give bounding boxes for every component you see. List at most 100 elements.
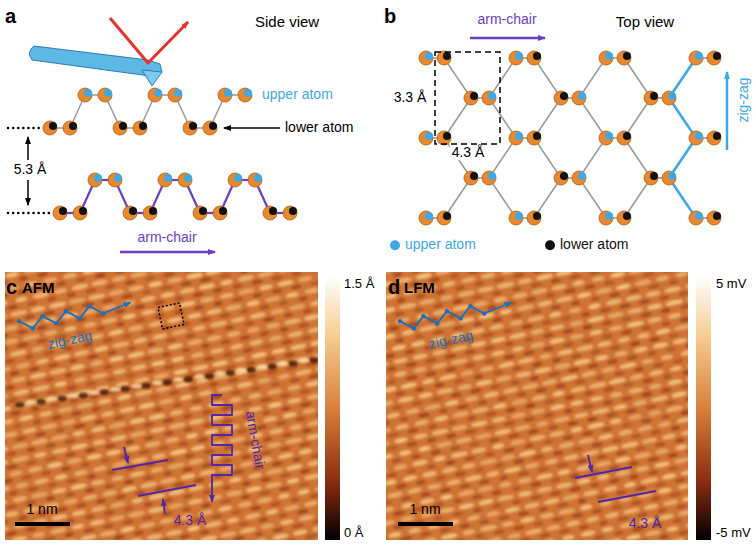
lower-atom-dot xyxy=(119,122,127,130)
stripe-blob xyxy=(386,420,390,427)
stripe-blob xyxy=(651,496,661,502)
defect-band xyxy=(36,399,46,405)
stripe-blob xyxy=(92,439,106,447)
stripe-blob xyxy=(310,493,318,499)
stripe-blob xyxy=(96,498,107,504)
stripe-blob xyxy=(556,462,568,469)
stripe-blob xyxy=(398,302,417,311)
stripe-blob xyxy=(513,272,525,279)
stripe-blob xyxy=(595,354,609,362)
stripe-blob xyxy=(315,364,318,372)
stripe-blob xyxy=(236,381,253,389)
stripe-blob xyxy=(580,530,595,538)
lower-atom-dot xyxy=(149,207,157,215)
stripe-blob xyxy=(191,398,203,405)
stripe-blob xyxy=(265,481,282,490)
stripe-blob xyxy=(31,406,41,412)
stripe-blob xyxy=(251,351,268,359)
stripe-blob xyxy=(464,455,475,462)
stripe-blob xyxy=(231,390,242,396)
stripe-blob xyxy=(475,533,484,539)
stripe-blob xyxy=(510,411,526,419)
stripe-blob xyxy=(520,516,536,524)
stripe-blob xyxy=(433,303,444,309)
stripe-blob xyxy=(470,419,488,428)
stripe-blob xyxy=(588,302,601,310)
stripe-blob xyxy=(597,454,607,460)
stripe-blob xyxy=(577,437,595,446)
stripe-blob xyxy=(636,446,645,452)
stripe-blob xyxy=(113,415,124,421)
direction-arrow xyxy=(211,485,213,502)
stripe-blob xyxy=(159,517,175,525)
scale-bar xyxy=(15,522,70,526)
stripe-blob xyxy=(511,312,522,318)
stripe-blob xyxy=(411,400,423,407)
atom xyxy=(689,131,703,145)
stripe-blob xyxy=(70,442,88,451)
lower-atom-dot xyxy=(69,122,77,130)
stripe-blob xyxy=(309,339,318,347)
stripe-blob xyxy=(459,523,470,529)
stripe-blob xyxy=(5,405,11,413)
stripe-blob xyxy=(539,532,551,539)
stripe-blob xyxy=(670,537,685,540)
stripe-blob xyxy=(65,532,74,538)
atom xyxy=(464,171,478,185)
stripe-blob xyxy=(440,493,453,501)
stripe-blob xyxy=(582,489,598,497)
stripe-blob xyxy=(598,433,614,441)
stripe-blob xyxy=(138,401,155,410)
stripe-blob xyxy=(266,322,281,330)
direction-label: zig-zag xyxy=(736,77,751,122)
stripe-blob xyxy=(5,366,12,374)
stripe-blob xyxy=(8,469,23,477)
stripe-blob xyxy=(457,489,475,498)
stripe-blob xyxy=(588,381,606,390)
stripe-blob xyxy=(394,311,405,317)
stripe-blob xyxy=(281,406,291,412)
stripe-blob xyxy=(663,374,672,380)
stripe-blob xyxy=(24,540,36,541)
stripe-blob xyxy=(550,490,562,497)
stripe-blob xyxy=(201,343,210,349)
stripe-blob xyxy=(486,510,501,518)
stripe-blob xyxy=(278,485,290,492)
stripe-blob xyxy=(550,403,566,411)
stripe-blob xyxy=(647,316,662,324)
stripe-blob xyxy=(688,328,689,335)
stripe-blob xyxy=(148,280,163,288)
lower-atom-dot xyxy=(59,207,67,215)
stripe-blob xyxy=(237,287,255,296)
stripe-blob xyxy=(125,372,136,378)
stripe-blob xyxy=(613,403,628,411)
stripe-blob xyxy=(238,521,249,527)
stripe-blob xyxy=(657,420,671,428)
colorbar xyxy=(325,276,340,540)
atom xyxy=(123,206,137,220)
stripe-blob xyxy=(222,485,231,491)
stripe-blob xyxy=(254,537,267,540)
stripe-blob xyxy=(221,458,231,464)
stripe-blob xyxy=(552,357,561,363)
stripe-blob xyxy=(237,500,252,508)
lower-atom-dot xyxy=(209,122,217,130)
scale-bar xyxy=(398,522,453,526)
stripe-blob xyxy=(684,395,688,401)
stripe-blob xyxy=(493,370,503,376)
stripe-blob xyxy=(259,283,273,291)
stripe-blob xyxy=(669,279,678,285)
stripe-blob xyxy=(183,272,194,273)
stripe-blob xyxy=(82,272,97,276)
defect-band xyxy=(68,393,78,398)
stripe-blob xyxy=(582,404,593,410)
lower-atom-dot xyxy=(623,52,631,60)
stripe-blob xyxy=(220,339,232,346)
atom xyxy=(707,131,721,145)
stripe-blob xyxy=(512,485,521,491)
stripe-blob xyxy=(6,464,17,471)
stripe-blob xyxy=(490,336,506,344)
stripe-blob xyxy=(70,482,88,491)
lower-atom-dot xyxy=(650,92,658,100)
stripe-blob xyxy=(524,337,533,343)
